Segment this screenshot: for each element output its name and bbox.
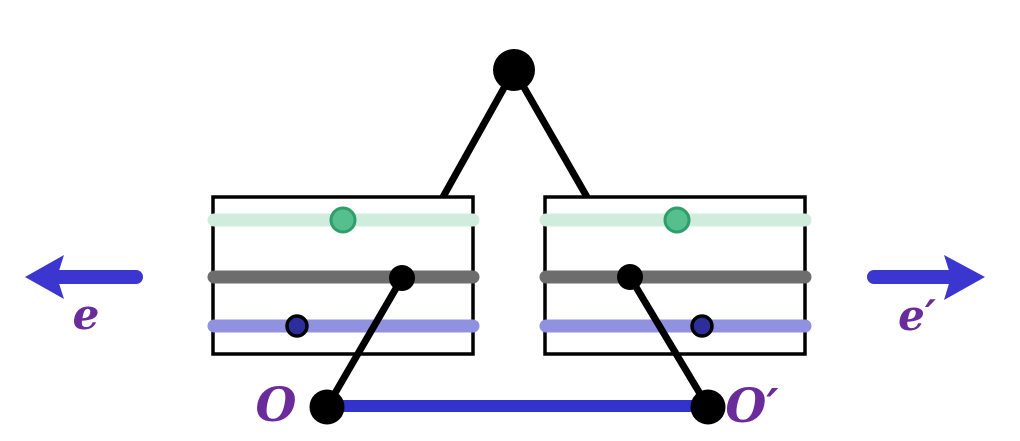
right-green-marker — [663, 206, 691, 234]
left-navy-marker — [285, 314, 309, 338]
label-e-prime: e′ — [898, 291, 936, 340]
label-O: O — [256, 378, 297, 433]
edge-apex-to-right-box — [510, 68, 591, 199]
left-direction-arrow — [25, 255, 143, 299]
right-navy-marker — [690, 314, 714, 338]
node-O-prime — [690, 389, 726, 425]
left-green-marker — [329, 206, 357, 234]
right-direction-arrow — [867, 255, 985, 300]
right-black-marker — [617, 264, 643, 290]
edge-apex-to-left-box — [439, 68, 518, 199]
edge-left-box-to-node-O — [323, 276, 406, 409]
right-arrow-head-icon — [944, 255, 985, 300]
label-O-prime: O′ — [725, 379, 779, 434]
left-black-marker — [389, 265, 415, 291]
edge-right-box-to-node-O-prime — [626, 275, 712, 409]
apex-node — [493, 49, 535, 91]
left-arrow-head-icon — [25, 255, 64, 299]
node-O — [309, 389, 345, 425]
label-e: e — [73, 290, 100, 339]
